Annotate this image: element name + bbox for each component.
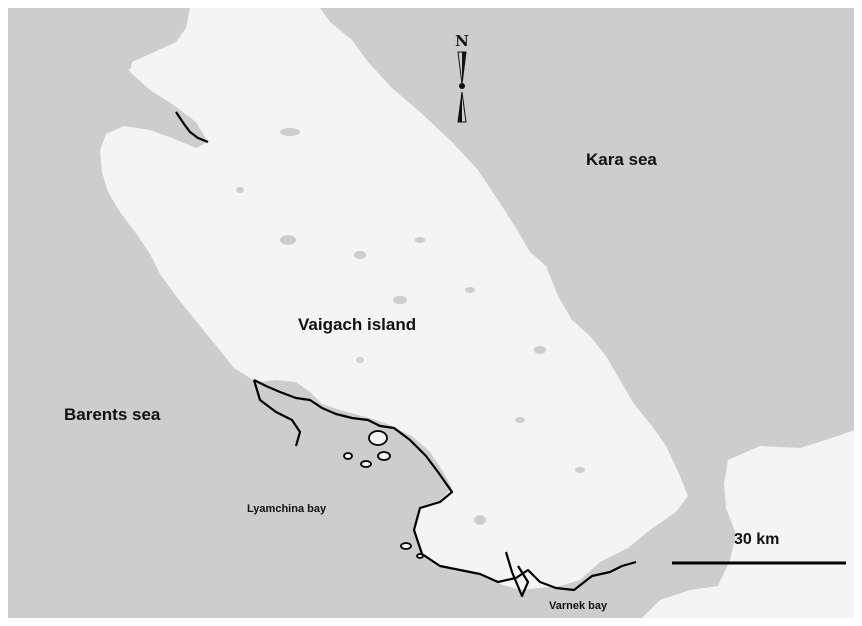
highlighted-coastline <box>175 111 637 598</box>
label-barents-sea: Barents sea <box>64 405 161 424</box>
bay-islets <box>343 430 424 559</box>
label-kara-sea: Kara sea <box>586 150 657 169</box>
coastline-peninsula <box>252 379 302 447</box>
compass-letter: N <box>455 32 469 50</box>
scale-bar: 30 km <box>672 531 846 565</box>
label-vaigach-island: Vaigach island <box>298 315 416 334</box>
coastline-south <box>253 379 637 592</box>
coastline-inlet <box>504 551 530 598</box>
islet-nw <box>128 60 166 80</box>
north-arrow: N <box>455 32 469 123</box>
scale-bar-label: 30 km <box>734 531 779 548</box>
mainland-patch <box>640 430 854 620</box>
label-varnek-bay: Varnek bay <box>549 600 608 612</box>
coastline-nw <box>175 111 209 144</box>
label-lyamchina-bay: Lyamchina bay <box>247 503 327 515</box>
lakes <box>236 128 585 525</box>
